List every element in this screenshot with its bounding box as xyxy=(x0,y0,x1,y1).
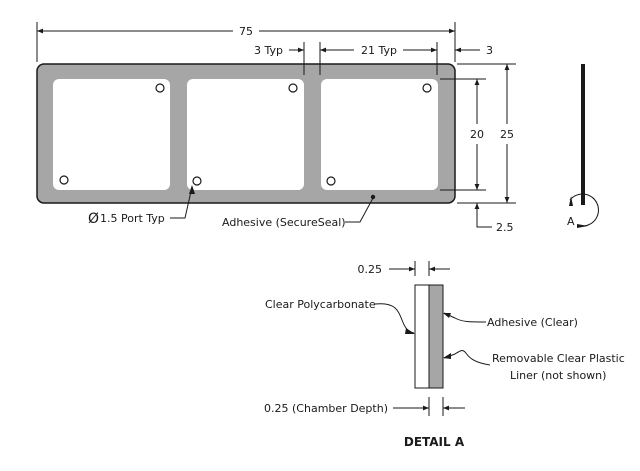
adhesive-clear-label: Adhesive (Clear) xyxy=(487,316,578,329)
dimension-window-width: 21 Typ xyxy=(319,42,438,75)
dimension-3-typ-label: 3 Typ xyxy=(254,44,283,57)
slide-plan-view xyxy=(36,63,456,204)
dimension-75-label: 75 xyxy=(239,25,253,38)
liner-label-line2: Liner (not shown) xyxy=(510,369,606,382)
adhesive-callout: Adhesive (SecureSeal) xyxy=(222,194,376,229)
port-callout: Ø 1.5 Port Typ xyxy=(88,185,195,227)
diameter-symbol: Ø xyxy=(88,211,99,227)
liner-label-line1: Removable Clear Plastic xyxy=(492,352,625,365)
detail-marker-label: A xyxy=(567,215,575,228)
dimension-20-label: 20 xyxy=(470,128,484,141)
adhesive-callout-label: Adhesive (SecureSeal) xyxy=(222,216,346,229)
chamber-window-3 xyxy=(321,79,438,190)
dimension-overall-height: 25 xyxy=(457,63,516,204)
adhesive-layer xyxy=(428,284,444,389)
port-hole xyxy=(288,83,298,93)
port-hole xyxy=(59,175,69,185)
section-view-marker: A xyxy=(567,64,599,228)
polycarbonate-label: Clear Polycarbonate xyxy=(265,298,376,311)
dimension-wall-typ: 3 Typ xyxy=(254,42,305,75)
chamber-window-2 xyxy=(187,79,304,190)
dimension-2-5-label: 2.5 xyxy=(496,221,514,234)
dimension-21-typ-label: 21 Typ xyxy=(361,44,397,57)
slide-side-view xyxy=(581,64,585,205)
detail-circle xyxy=(569,193,599,227)
port-hole xyxy=(155,83,165,93)
polycarbonate-layer xyxy=(414,284,430,389)
port-hole xyxy=(326,176,336,186)
detail-a-view: 0.25 Clear Polycarbonate Adhesive (Clear… xyxy=(264,261,625,449)
chamber-window-1 xyxy=(53,79,170,190)
dimension-overall-length: 75 xyxy=(36,22,456,62)
dimension-bottom-margin: 2.5 xyxy=(474,203,514,234)
dimension-end-margin: 3 xyxy=(455,44,493,57)
dimension-3-label: 3 xyxy=(486,44,493,57)
dimension-25-label: 25 xyxy=(500,128,514,141)
port-hole xyxy=(192,176,202,186)
chamber-depth-label: 0.25 (Chamber Depth) xyxy=(264,402,388,415)
port-hole xyxy=(422,83,432,93)
detail-top-dim-label: 0.25 xyxy=(358,263,383,276)
detail-a-title: DETAIL A xyxy=(404,435,465,449)
port-callout-label: 1.5 Port Typ xyxy=(100,212,165,225)
dimension-window-height: 20 xyxy=(440,78,486,191)
